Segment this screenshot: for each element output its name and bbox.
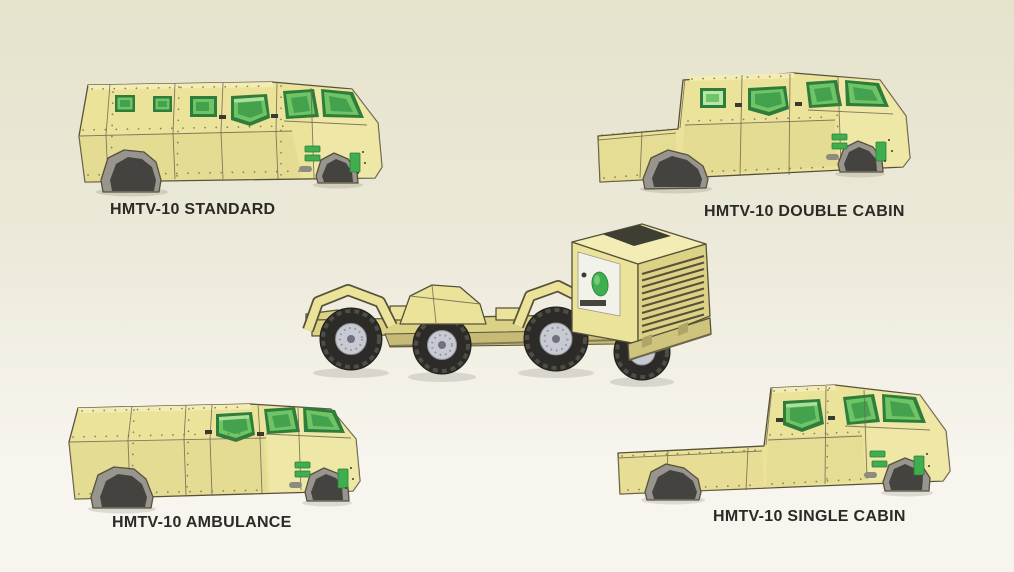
double-cabin-front-details [735,102,893,162]
chassis-wheels [319,306,589,375]
vehicle-double-cabin [588,58,944,198]
engine-panel-label-strip [580,300,606,306]
double-cabin-wheels [642,140,884,190]
vehicle-chassis [290,212,714,390]
vehicle-single-cabin-label: HMTV-10 SINGLE CABIN [713,508,906,525]
vehicle-ambulance-label: HMTV-10 AMBULANCE [112,514,292,531]
vehicle-standard-label: HMTV-10 STANDARD [110,201,276,218]
hmtv-10-chassis-illustration [302,223,712,387]
hmtv-10-single-cabin-illustration [617,384,951,505]
standard-rivets [82,85,311,177]
standard-windows [115,94,270,126]
single-cabin-door-window [783,399,824,432]
vehicle-ambulance [54,382,394,516]
ambulance-windshield [264,407,345,434]
chassis-shadows [313,368,674,387]
double-cabin-windshield [806,80,889,108]
ambulance-wheels [90,466,350,509]
standard-wheels [100,149,359,193]
standard-windshield [283,89,364,119]
ambulance-door-window [216,412,255,442]
hmtv-10-standard-illustration [78,81,383,197]
double-cabin-windows [700,86,789,116]
double-cabin-panel-seams [597,73,894,179]
standard-front-details [219,114,366,174]
ambulance-panel-seams [68,403,352,496]
single-cabin-front-details [776,416,930,478]
chassis-bumper [627,317,712,361]
double-cabin-rivets [601,75,840,179]
ambulance-front-details [205,430,354,489]
vehicle-single-cabin [608,374,960,506]
chassis-engine-box [571,223,711,345]
standard-panel-seams [78,81,368,181]
vehicle-standard [62,68,394,200]
chassis-grille-louvers [641,254,705,334]
vehicle-double-cabin-label: HMTV-10 DOUBLE CABIN [704,203,905,220]
single-cabin-windshield [843,394,926,425]
hmtv-10-double-cabin-illustration [597,72,911,194]
ambulance-rivets [72,406,267,495]
hmtv-10-ambulance-illustration [68,403,361,514]
